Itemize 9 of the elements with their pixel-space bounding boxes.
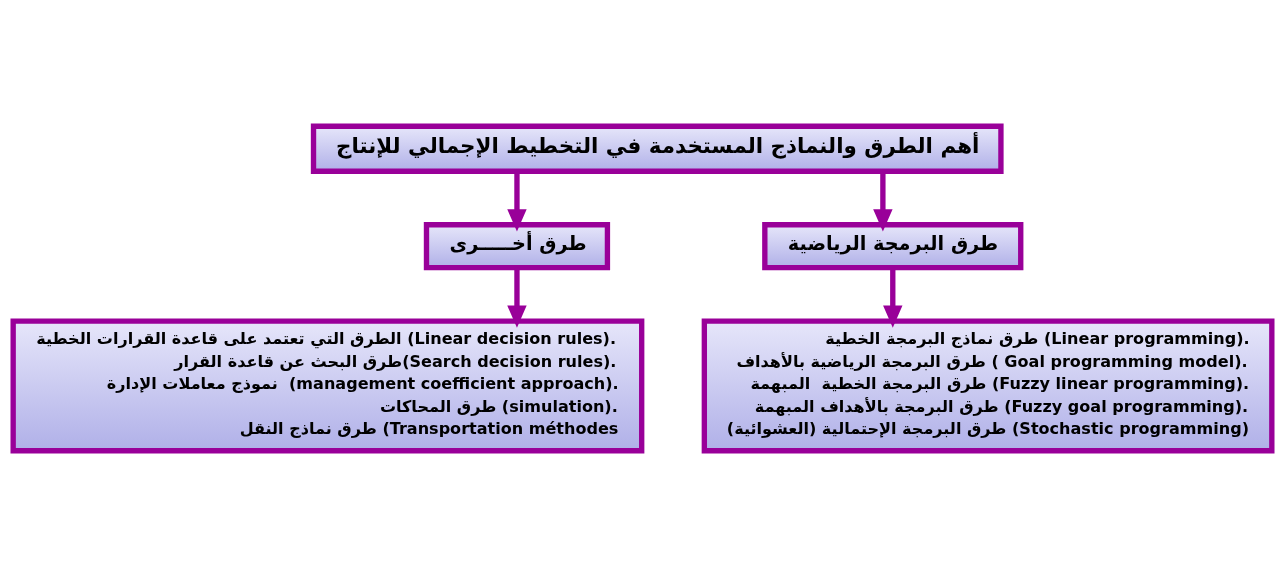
- node-box: طرق نماذج البرمجة الخطية (Linear programming). طرق البرمجة الرياضية بالأهداف ( Goal programming model). طرق البرمجة الخطية المبهمة (Fuzzy linear programming). طرق البرمجة بالأهداف المبهمة (Fuzzy goal programming). طرق البرمجة الإحتمالية (العشوائية) (Stochastic programming): [701, 318, 1275, 454]
- arrow: [507, 267, 527, 328]
- arrow: [883, 267, 903, 328]
- node-box: أهم الطرق والنماذج المستخدمة في التخطيط الإجمالي للإنتاج: [310, 123, 1004, 174]
- node-box: طرق أخـــــرى: [423, 222, 611, 271]
- node-box: الطرق التي تعتمد على قاعدة القرارات الخطية (Linear decision rules). طرق البحث عن قاعدة القرار(Search decision rules). نموذج معاملات الإدارة (management coefficient approach). طرق المحاكات (simulation). طرق نماذج النقل (Transportation méthodes: [10, 318, 645, 454]
- arrow: [873, 171, 893, 232]
- node-box: طرق البرمجة الرياضية: [762, 222, 1024, 271]
- arrow: [507, 171, 527, 232]
